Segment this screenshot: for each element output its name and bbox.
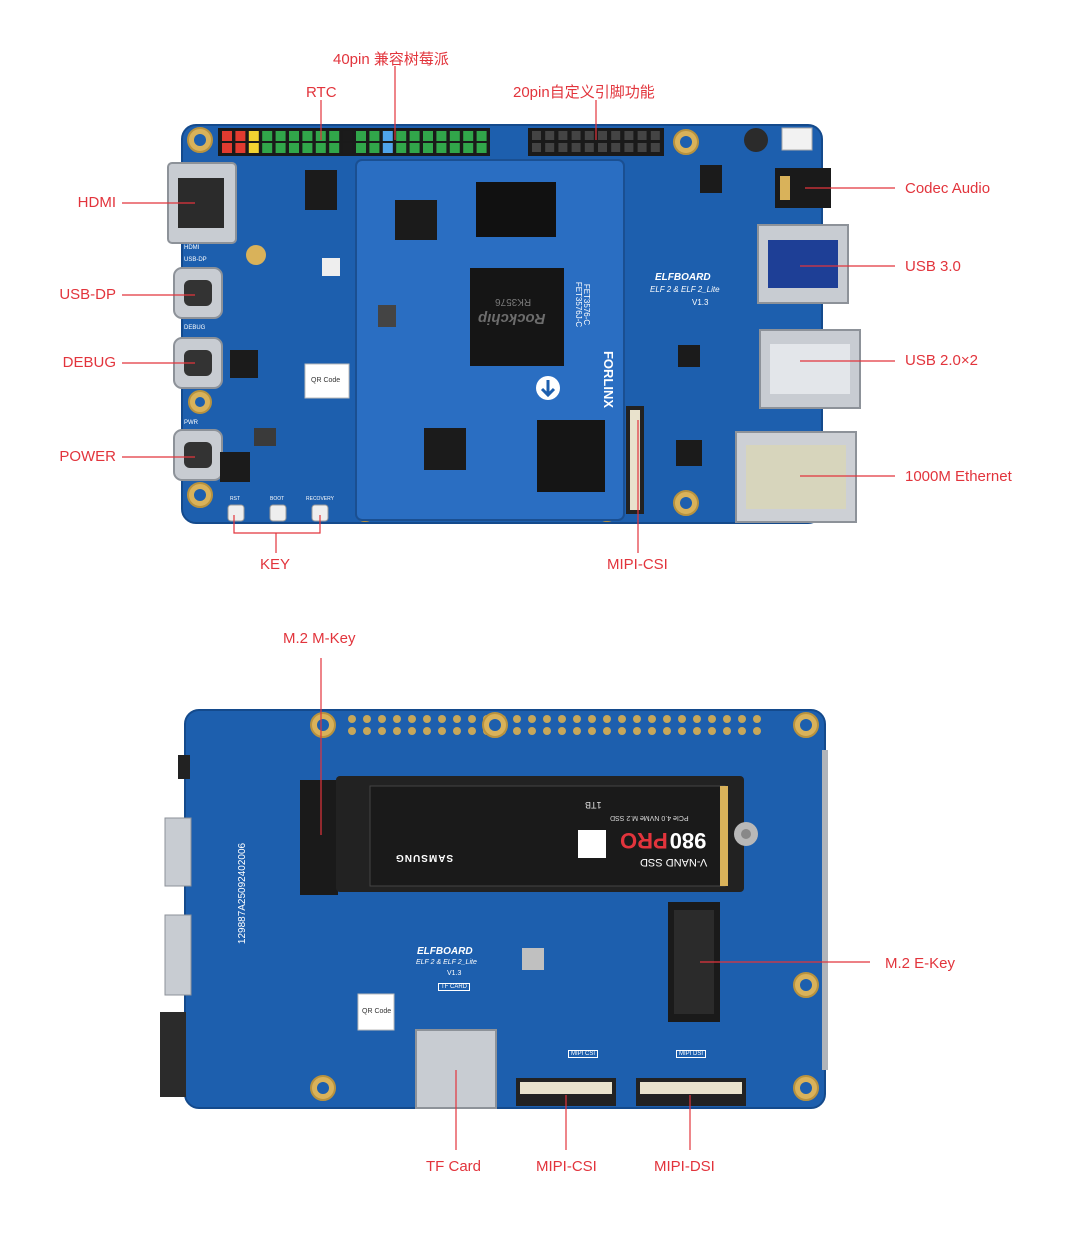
label-mipi-csi-top: MIPI-CSI xyxy=(607,556,668,573)
m2-m-key-slot xyxy=(300,780,338,895)
soc-brand-text: Rockchip xyxy=(478,310,546,327)
label-debug: DEBUG xyxy=(62,354,116,371)
key-recovery-silk: RECOVERY xyxy=(306,496,334,502)
port-debug-silk: DEBUG xyxy=(184,325,206,331)
bottom-serial: 129887A25092402006 xyxy=(237,842,249,945)
ssd-maker: SAMSUNG xyxy=(395,852,454,863)
bottom-pcb xyxy=(185,710,825,1108)
label-m2-m-key: M.2 M-Key xyxy=(283,630,356,647)
top-silk-model: ELF 2 & ELF 2_Lite xyxy=(650,285,720,294)
label-mipi-csi-bottom: MIPI-CSI xyxy=(536,1158,597,1175)
label-m2-e-key: M.2 E-Key xyxy=(885,955,956,972)
soc-model-text: RK3576 xyxy=(495,296,532,307)
ssd-capacity: 1TB xyxy=(585,800,602,810)
label-ethernet: 1000M Ethernet xyxy=(905,468,1012,485)
label-hdmi: HDMI xyxy=(77,194,116,211)
port-hdmi-silk: HDMI xyxy=(184,245,200,251)
key-boot-silk: BOOT xyxy=(270,496,285,502)
label-usb3: USB 3.0 xyxy=(905,258,961,275)
key-rst-silk: RST xyxy=(230,496,240,502)
top-qr-text: QR Code xyxy=(311,377,341,384)
som-part-2: FET3576J-C xyxy=(574,281,584,328)
port-pwr-silk: PWR xyxy=(184,420,198,426)
soc-chip xyxy=(470,268,564,366)
bottom-dsi-silk: MIPI DSI xyxy=(676,1050,707,1058)
label-rtc: RTC xyxy=(306,84,337,101)
bottom-qr-text: QR Code xyxy=(362,1008,392,1015)
label-power: POWER xyxy=(59,448,116,465)
top-board-image xyxy=(0,0,1080,600)
label-usb-dp: USB-DP xyxy=(59,286,116,303)
bottom-csi-silk: MIPI CSI xyxy=(568,1050,599,1058)
bottom-silk-version: V1.3 xyxy=(447,970,462,977)
gpio40-header xyxy=(218,128,490,156)
top-silk-brand: ELFBOARD xyxy=(655,272,711,283)
bottom-silk-brand: ELFBOARD xyxy=(417,946,473,957)
port-usbdp-silk: USB-DP xyxy=(184,257,207,263)
label-key: KEY xyxy=(260,556,291,573)
label-codec-audio: Codec Audio xyxy=(905,180,991,197)
label-gpio20: 20pin自定义引脚功能 xyxy=(513,84,655,101)
ssd-type: V-NAND SSD xyxy=(640,856,708,868)
bottom-silk-model: ELF 2 & ELF 2_Lite xyxy=(416,959,477,966)
ssd-interface: PCIe 4.0 NVMe M.2 SSD xyxy=(610,814,689,821)
ssd-model: 980PRO xyxy=(620,828,707,853)
bottom-tf-silk: TF CARD xyxy=(438,983,470,991)
label-gpio40: 40pin 兼容树莓派 xyxy=(333,51,449,68)
top-silk-version: V1.3 xyxy=(692,298,709,307)
label-mipi-dsi: MIPI-DSI xyxy=(654,1158,715,1175)
label-tf-card: TF Card xyxy=(426,1158,482,1175)
som-vendor-text: FORLINX xyxy=(601,350,617,409)
som-part-1: FET3576-C xyxy=(582,283,592,326)
bottom-board-image xyxy=(0,600,1080,1257)
label-usb2: USB 2.0×2 xyxy=(905,352,978,369)
